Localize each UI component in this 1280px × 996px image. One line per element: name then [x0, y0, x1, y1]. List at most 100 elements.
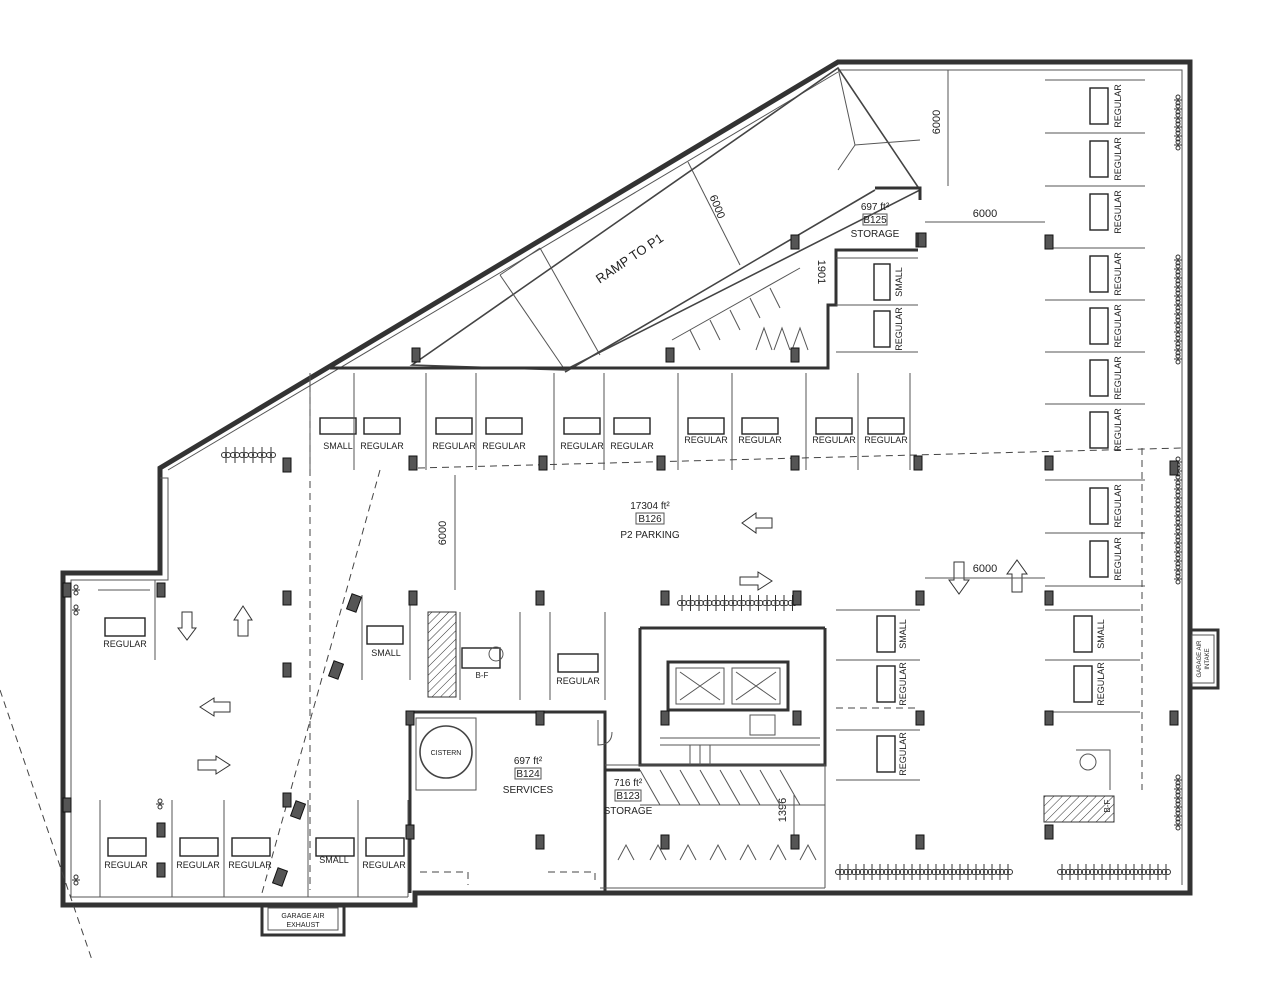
car-outline [231, 837, 271, 857]
stall-label-center-small: SMALL [371, 648, 401, 658]
stall-label-east-7: REGULAR [1113, 484, 1123, 528]
column-24 [535, 834, 545, 850]
dim-1396: 1396 [777, 798, 789, 822]
column-32 [411, 347, 421, 363]
column-21 [282, 792, 292, 808]
dim-6000-vertical-top: 6000 [931, 110, 943, 134]
parking-area: 17304 ft² [630, 501, 670, 512]
structural-columns [62, 232, 1179, 887]
accessible-stall-center: B-F [427, 611, 521, 700]
stall-label-south-0: REGULAR [104, 860, 148, 870]
ramp-walls [330, 186, 922, 373]
room-parking-b126: 17304 ft² B126 P2 PARKING [620, 501, 679, 541]
column-33 [665, 347, 675, 363]
stall-label-east-1: REGULAR [1113, 137, 1123, 181]
car-outline [1089, 359, 1109, 397]
storage-b125-name: STORAGE [851, 229, 900, 240]
car-outline [613, 417, 651, 435]
stall-label-south-1: REGULAR [176, 860, 220, 870]
stall-label-core-1: REGULAR [898, 662, 908, 706]
stall-label-north-8: REGULAR [812, 435, 856, 445]
car-outline [485, 417, 523, 435]
ramp-to-p1: RAMP TO P1 6000 [409, 66, 922, 371]
stall-label-east-5: REGULAR [1113, 356, 1123, 400]
room-storage-b123: 716 ft² B123 STORAGE [604, 778, 653, 817]
column-16 [535, 710, 545, 726]
column-20 [1044, 710, 1054, 726]
car-outline [876, 735, 896, 773]
car-outline [1089, 140, 1109, 178]
car-outline [104, 617, 146, 637]
elevator-core [617, 660, 825, 861]
column-5 [913, 455, 923, 471]
stall-label-north-2: REGULAR [432, 441, 476, 451]
car-outline [363, 417, 401, 435]
stall-label-ramp-1: REGULAR [894, 307, 904, 351]
exterior-wall [60, 59, 1193, 908]
stall-label-north-4: REGULAR [560, 441, 604, 451]
bf-label-center: B-F [476, 671, 489, 680]
garage-air-intake: GARAGE AIR INTAKE [1188, 628, 1220, 690]
stall-label-east-inner-1: REGULAR [1096, 662, 1106, 706]
car-outline [1073, 665, 1093, 703]
garage-air-exhaust: GARAGE AIR EXHAUST [260, 903, 346, 937]
room-storage-b125: 697 ft² B125 STORAGE [851, 202, 900, 240]
column-0 [282, 457, 292, 473]
exhaust-label-2: EXHAUST [286, 922, 320, 929]
stall-label-center-regular: REGULAR [556, 676, 600, 686]
column-18 [792, 710, 802, 726]
stall-label-east-3: REGULAR [1113, 252, 1123, 296]
stall-label-south-4: REGULAR [362, 860, 406, 870]
column-35 [917, 232, 927, 248]
stall-label-south-3: SMALL [319, 855, 349, 865]
stall-label-east-6: REGULAR [1113, 408, 1123, 452]
dim-6000-horizontal-top: 6000 [973, 208, 997, 220]
car-outline [876, 615, 896, 653]
column-2 [538, 455, 548, 471]
column-26 [790, 834, 800, 850]
storage-b125-code: B125 [863, 215, 887, 226]
services-area: 697 ft² [514, 756, 543, 767]
column-38 [62, 797, 72, 813]
storage-b123-name: STORAGE [604, 806, 653, 817]
angled-column-1 [327, 660, 345, 680]
cistern: CISTERN [415, 717, 477, 791]
room-services-b124: 697 ft² B124 SERVICES [503, 756, 554, 796]
dimension-lines-center: 6000 6000 1396 [437, 475, 1045, 840]
car-outline [179, 837, 219, 857]
column-34 [790, 347, 800, 363]
car-outline [1089, 487, 1109, 525]
column-9 [535, 590, 545, 606]
car-outline [1089, 255, 1109, 293]
services-code: B124 [516, 769, 540, 780]
stall-label-south-2: REGULAR [228, 860, 272, 870]
car-outline [867, 417, 905, 435]
stall-label-north-3: REGULAR [482, 441, 526, 451]
column-25 [660, 834, 670, 850]
angled-column-2 [289, 800, 307, 820]
column-37 [62, 582, 72, 598]
car-outline [876, 665, 896, 703]
bike-racks [72, 94, 1182, 886]
column-19 [915, 710, 925, 726]
column-40 [1169, 460, 1179, 476]
column-27 [915, 834, 925, 850]
intake-label-1: GARAGE AIR [1197, 640, 1203, 678]
car-outline [315, 837, 355, 857]
dim-6000-vertical-center: 6000 [437, 521, 449, 545]
stall-label-north-5: REGULAR [610, 441, 654, 451]
stall-label-core-2: REGULAR [898, 732, 908, 776]
car-outline [741, 417, 779, 435]
storage-b125-area: 697 ft² [861, 202, 890, 213]
column-36 [156, 582, 166, 598]
column-6 [1044, 455, 1054, 471]
column-14 [282, 662, 292, 678]
car-outline [1073, 615, 1093, 653]
east-wall-stalls: REGULARREGULARREGULARREGULARREGULARREGUL… [1045, 79, 1145, 587]
column-11 [792, 590, 802, 606]
car-outline [873, 310, 891, 348]
column-28 [1044, 824, 1054, 840]
column-10 [660, 590, 670, 606]
